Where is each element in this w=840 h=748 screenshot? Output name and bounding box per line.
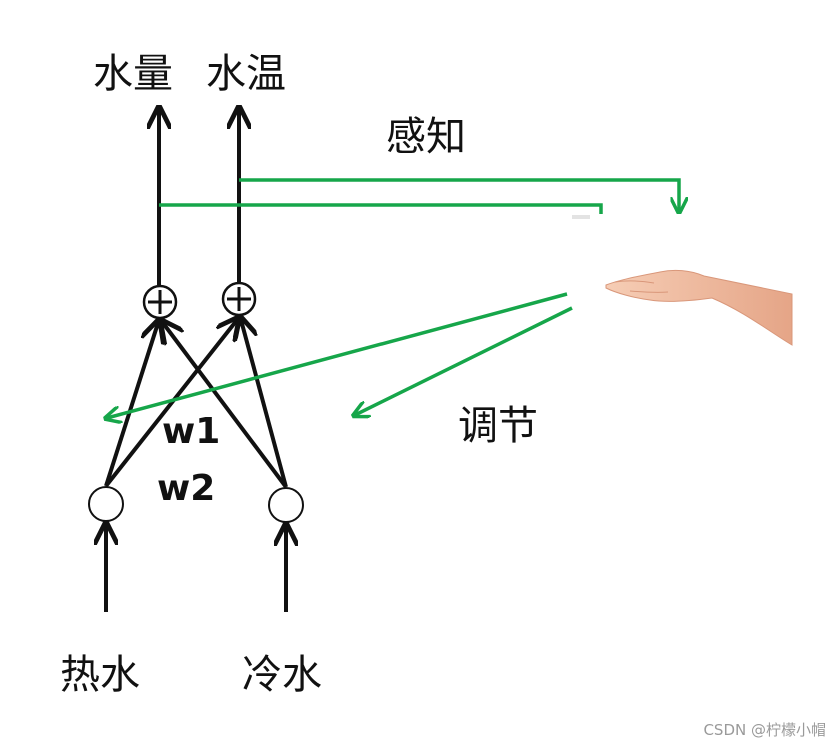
adjust-arrow-cold <box>355 306 573 415</box>
perceive-arrow-amount <box>159 203 601 237</box>
output-label-water-temp: 水温 <box>206 51 286 97</box>
perceive-arrow-temp <box>239 178 679 211</box>
output-label-water-amount: 水量 <box>93 51 173 97</box>
edge-cold-to-amount <box>163 323 288 489</box>
input-label-cold-water: 冷水 <box>242 652 322 698</box>
label-perceive: 感知 <box>386 114 466 160</box>
edge-hot-to-amount <box>104 323 158 487</box>
hand-image <box>568 214 793 372</box>
sum-node-left <box>142 284 178 320</box>
weight-label-w1: w1 <box>162 411 220 452</box>
edge-cold-to-temp <box>241 320 288 488</box>
input-label-hot-water: 热水 <box>60 652 140 698</box>
adjust-arrow-hot <box>107 292 568 418</box>
input-node-cold <box>268 487 304 523</box>
sum-node-right <box>221 281 257 317</box>
label-adjust: 调节 <box>458 403 538 449</box>
edge-hot-to-temp <box>104 320 237 488</box>
input-node-hot <box>88 486 124 522</box>
watermark-text: CSDN @柠檬小帽 <box>703 721 826 739</box>
weight-label-w2: w2 <box>157 468 215 509</box>
